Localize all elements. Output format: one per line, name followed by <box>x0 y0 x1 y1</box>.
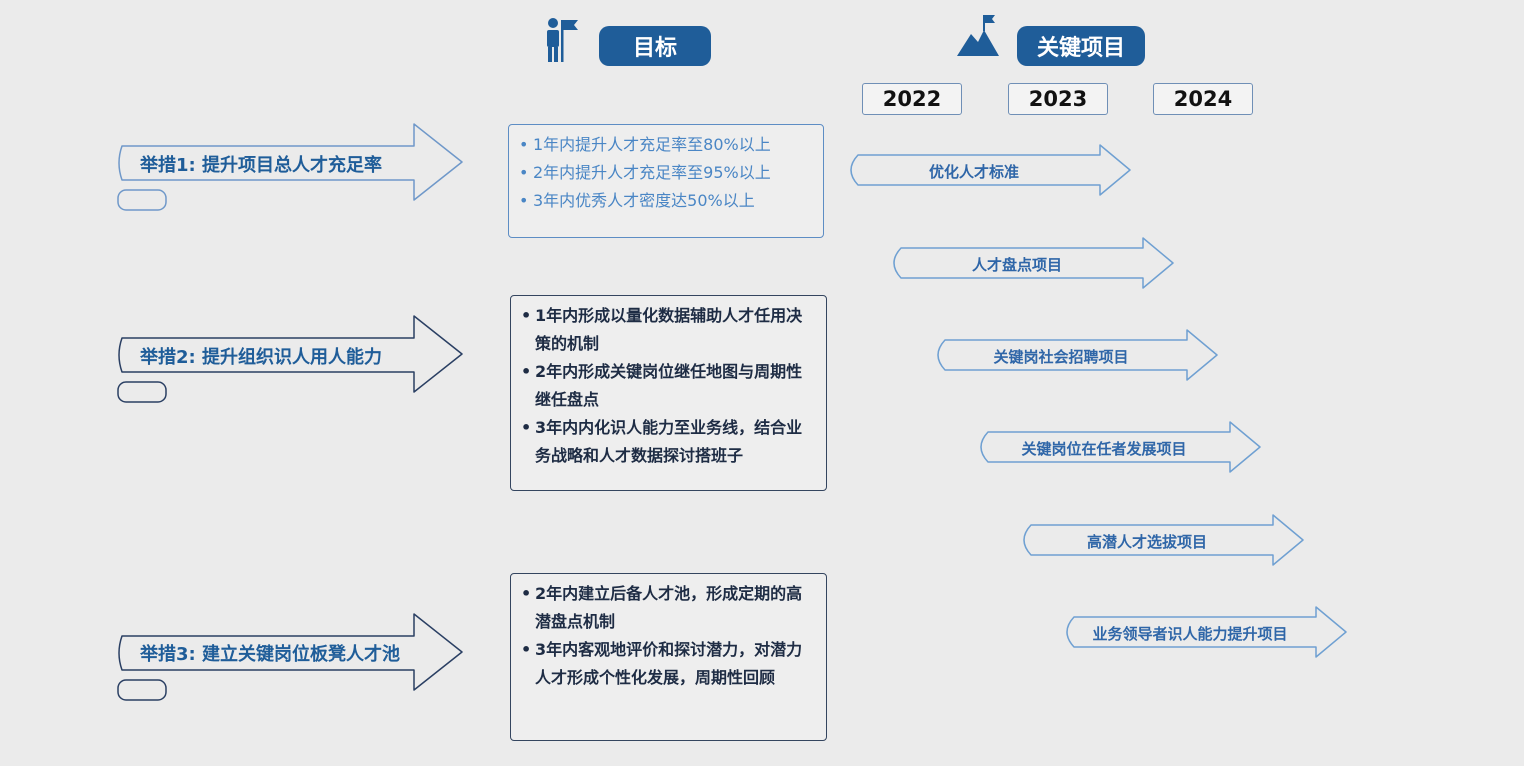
project-arrow-2 <box>893 237 1174 289</box>
goals-header-label: 目标 <box>632 36 677 61</box>
projects-header: 关键项目 <box>1017 26 1145 66</box>
measure-arrow-2 <box>117 315 463 403</box>
project-label-3: 关键岗社会招聘项目 <box>993 348 1129 366</box>
goal-text: 2年内形成关键岗位继任地图与周期性继任盘点 <box>535 362 803 409</box>
goal-item: • 1年内形成以量化数据辅助人才任用决策的机制 <box>521 302 816 358</box>
project-label-5: 高潜人才选拔项目 <box>1086 533 1207 551</box>
measure-arrow-scroll-tab <box>117 381 167 403</box>
year-2023: 2023 <box>1008 83 1108 115</box>
goal-item: • 1年内提升人才充足率至80%以上 <box>519 131 813 159</box>
mountain-with-flag-icon <box>957 15 999 56</box>
measure-2-label: 举措2: 提升组织识人用人能力 <box>140 347 382 368</box>
project-arrow-1 <box>850 144 1131 196</box>
goal-item: • 3年内客观地评价和探讨潜力，对潜力人才形成个性化发展，周期性回顾 <box>521 636 816 692</box>
measure-arrow-scroll-tab <box>117 679 167 701</box>
measure-arrow-scroll-tab <box>117 189 167 211</box>
project-label-6: 业务领导者识人能力提升项目 <box>1092 625 1288 643</box>
goals-header: 目标 <box>599 26 711 66</box>
goal-text: 2年内建立后备人才池，形成定期的高潜盘点机制 <box>535 584 803 631</box>
goal-item: • 2年内形成关键岗位继任地图与周期性继任盘点 <box>521 358 816 414</box>
person-with-flag-icon <box>547 18 578 62</box>
project-label-1: 优化人才标准 <box>928 163 1019 181</box>
goals-box-measure-3: • 2年内建立后备人才池，形成定期的高潜盘点机制 • 3年内客观地评价和探讨潜力… <box>510 573 827 741</box>
goal-text: 3年内优秀人才密度达50%以上 <box>533 191 755 210</box>
year-2024: 2024 <box>1153 83 1253 115</box>
measure-arrow-1 <box>117 123 463 211</box>
goals-box-measure-2: • 1年内形成以量化数据辅助人才任用决策的机制 • 2年内形成关键岗位继任地图与… <box>510 295 827 491</box>
goals-box-measure-1: • 1年内提升人才充足率至80%以上 • 2年内提升人才充足率至95%以上 • … <box>508 124 824 238</box>
project-arrow-6 <box>1066 606 1347 658</box>
project-arrow-5 <box>1023 514 1304 566</box>
project-arrow-3 <box>937 329 1218 381</box>
project-arrow-4 <box>980 421 1261 473</box>
goal-item: • 3年内内化识人能力至业务线，结合业务战略和人才数据探讨搭班子 <box>521 414 816 470</box>
measure-arrow-3 <box>117 613 463 701</box>
goal-text: 1年内形成以量化数据辅助人才任用决策的机制 <box>535 306 803 353</box>
year-2022: 2022 <box>862 83 962 115</box>
project-label-2: 人才盘点项目 <box>971 256 1062 274</box>
goal-text: 3年内客观地评价和探讨潜力，对潜力人才形成个性化发展，周期性回顾 <box>535 640 803 687</box>
goal-item: • 2年内建立后备人才池，形成定期的高潜盘点机制 <box>521 580 816 636</box>
goal-item: • 2年内提升人才充足率至95%以上 <box>519 159 813 187</box>
measure-arrow-outline <box>118 123 463 201</box>
goal-text: 3年内内化识人能力至业务线，结合业务战略和人才数据探讨搭班子 <box>535 418 803 465</box>
measure-arrow-outline <box>118 315 463 393</box>
goal-item: • 3年内优秀人才密度达50%以上 <box>519 187 813 215</box>
measure-1-label: 举措1: 提升项目总人才充足率 <box>140 155 382 176</box>
measure-3-label: 举措3: 建立关键岗位板凳人才池 <box>140 644 400 665</box>
goal-text: 2年内提升人才充足率至95%以上 <box>533 163 771 182</box>
goal-text: 1年内提升人才充足率至80%以上 <box>533 135 771 154</box>
projects-header-label: 关键项目 <box>1036 36 1125 61</box>
project-label-4: 关键岗位在任者发展项目 <box>1021 440 1187 458</box>
measure-arrow-outline <box>118 613 463 691</box>
